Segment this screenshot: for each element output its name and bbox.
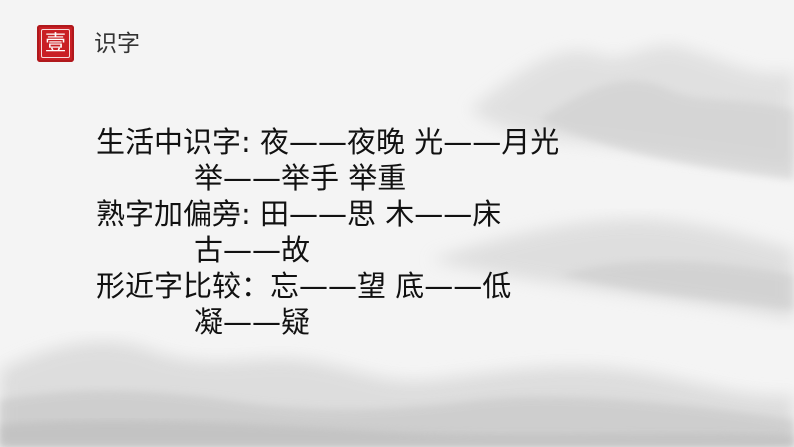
seal-character: 壹 (41, 29, 70, 58)
content-line-2: 举——举手 举重 (194, 161, 407, 195)
seal-stamp-icon: 壹 (37, 25, 74, 62)
section-title: 识字 (94, 31, 140, 57)
lesson-content: 生活中识字: 夜——夜晚 光——月光 举——举手 举重 熟字加偏旁: 田——思 … (96, 124, 559, 340)
content-line-6: 凝——疑 (194, 305, 311, 339)
content-line-4: 古——故 (194, 233, 311, 267)
content-line-1: 生活中识字: 夜——夜晚 光——月光 (96, 125, 560, 159)
content-line-3: 熟字加偏旁: 田——思 木——床 (96, 197, 502, 231)
content-line-5: 形近字比较：忘——望 底——低 (96, 269, 512, 303)
